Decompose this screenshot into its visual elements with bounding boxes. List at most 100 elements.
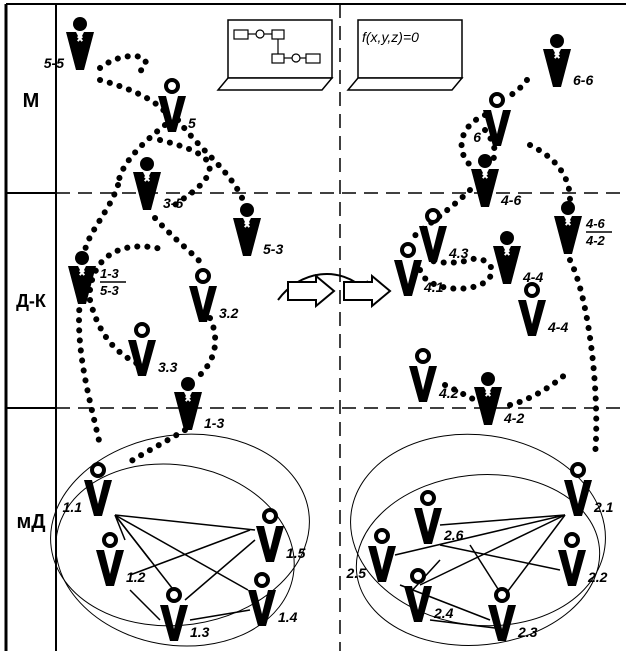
person-figure: ✖5-5 [44, 17, 94, 71]
figure-label: 4.3 [448, 245, 469, 261]
figure-x-mark: ✖ [243, 221, 251, 231]
person-figure: 4-4 [518, 282, 568, 336]
figure-head [550, 34, 564, 48]
person-figure: 2.2 [558, 532, 608, 586]
figure-head [489, 92, 505, 108]
figure-label: 2.4 [433, 605, 454, 621]
figure-head [262, 508, 278, 524]
micro-group-ellipses [50, 433, 606, 647]
figure-label: 4.2 [438, 385, 459, 401]
figure-head [400, 242, 416, 258]
figure-body [483, 110, 511, 146]
figure-head [410, 568, 426, 584]
figure-head [134, 322, 150, 338]
figure-body [248, 590, 276, 626]
figure-head [240, 203, 254, 217]
figure-label-numerator: 4-6 [585, 216, 606, 231]
figures: ✖5-55✖3-5✖5-3✖1-35-33.23.3✖1-3✖6-66✖4-64… [44, 17, 614, 641]
figure-head [481, 372, 495, 386]
person-figure: ✖4-2 [474, 372, 524, 426]
figure-body [96, 550, 124, 586]
figure-body [158, 96, 186, 132]
row-label-m: М [23, 90, 40, 112]
figure-body [160, 605, 188, 641]
figure-x-mark: ✖ [184, 395, 192, 405]
person-figure: ✖6-6 [543, 34, 593, 88]
figure-label: 5-5 [44, 55, 64, 71]
figure-body [409, 366, 437, 402]
figure-body [133, 172, 161, 210]
row-label-md: мД [16, 511, 45, 533]
figure-label: 2.3 [517, 624, 538, 640]
figure-body [256, 526, 284, 562]
figure-body [543, 49, 571, 87]
person-figure: 6 [473, 92, 511, 146]
figure-head [102, 532, 118, 548]
row-label-dk: Д-К [16, 291, 47, 311]
person-figure: 1.4 [248, 572, 298, 626]
figure-label: 1.4 [278, 609, 298, 625]
figure-label: 1.1 [63, 499, 83, 515]
laptop-icon-right [346, 19, 464, 91]
figure-label: 4.1 [423, 279, 444, 295]
person-figure: 1.2 [96, 532, 146, 586]
person-figure: 2.4 [404, 568, 454, 622]
laptop-icon-left [216, 19, 334, 91]
figure-label: 4-4 [547, 319, 568, 335]
figure-label: 5 [188, 115, 196, 131]
figure-label-denominator: 5-3 [100, 283, 120, 298]
figure-body [394, 260, 422, 296]
figure-body [414, 508, 442, 544]
block-scheme-icon [233, 29, 321, 64]
figure-head [166, 587, 182, 603]
figure-head [500, 231, 514, 245]
figure-body [564, 480, 592, 516]
figure-label: 2.2 [587, 569, 608, 585]
person-figure: 5 [158, 78, 196, 132]
figure-label: 1.3 [190, 624, 210, 640]
figure-head [164, 78, 180, 94]
figure-head [425, 208, 441, 224]
person-figure: 1.5 [256, 508, 306, 562]
figure-x-mark: ✖ [481, 172, 489, 182]
figure-x-mark: ✖ [553, 52, 561, 62]
figure-body [488, 605, 516, 641]
figure-x-mark: ✖ [143, 175, 151, 185]
person-figure: ✖ 1-3 5-3 [68, 251, 126, 304]
figure-head [73, 17, 87, 31]
figure-label: 1.5 [286, 545, 306, 561]
person-figure: 1.3 [160, 587, 210, 641]
figure-label: 2.5 [346, 565, 367, 581]
figure-label: 4-6 [500, 192, 521, 208]
figure-head [415, 348, 431, 364]
figure-label-numerator: 1-3 [100, 266, 120, 281]
person-figure: 2.3 [488, 587, 538, 641]
figure-head [494, 587, 510, 603]
figure-body [554, 216, 582, 254]
figure-body [404, 586, 432, 622]
figure-body [233, 218, 261, 256]
figure-x-mark: ✖ [78, 269, 86, 279]
figure-label: 3-5 [163, 195, 183, 211]
figure-body [68, 266, 96, 304]
person-figure: ✖ 4-6 [471, 154, 521, 208]
figure-head [570, 462, 586, 478]
figure-head [90, 462, 106, 478]
figure-body [518, 300, 546, 336]
figure-body [368, 546, 396, 582]
person-figure: 3.2 [189, 268, 239, 322]
person-figure: 3.3 [128, 322, 178, 376]
figure-body [84, 480, 112, 516]
figure-x-mark: ✖ [484, 390, 492, 400]
figure-head [374, 528, 390, 544]
figure-body [128, 340, 156, 376]
figure-label: 2.1 [593, 499, 614, 515]
person-figure: 2.1 [564, 462, 614, 516]
transition-arrows [277, 273, 392, 309]
person-figure: ✖4-4 [493, 231, 543, 285]
person-figure: 4.1 [394, 242, 444, 296]
figure-head [140, 157, 154, 171]
person-figure: 1.1 [63, 462, 112, 516]
laptop-formula: f(x,y,z)=0 [362, 29, 419, 45]
